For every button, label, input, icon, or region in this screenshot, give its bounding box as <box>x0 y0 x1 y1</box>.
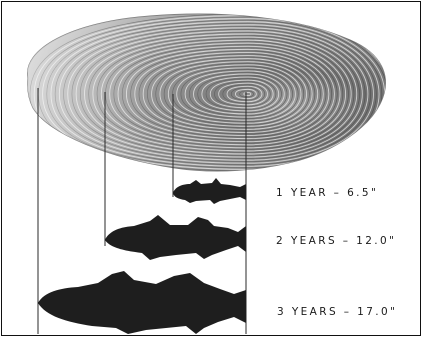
fish-year-2 <box>105 215 246 260</box>
fish-year-3 <box>38 271 246 334</box>
growth-label-year-3: 3 YEARS – 17.0" <box>277 307 397 318</box>
growth-label-year-1: 1 YEAR – 6.5" <box>276 188 378 199</box>
growth-label-year-2: 2 YEARS – 12.0" <box>276 236 396 247</box>
fish-scale <box>27 14 393 174</box>
fish-year-1 <box>173 178 246 204</box>
fish-silhouettes <box>38 178 246 334</box>
